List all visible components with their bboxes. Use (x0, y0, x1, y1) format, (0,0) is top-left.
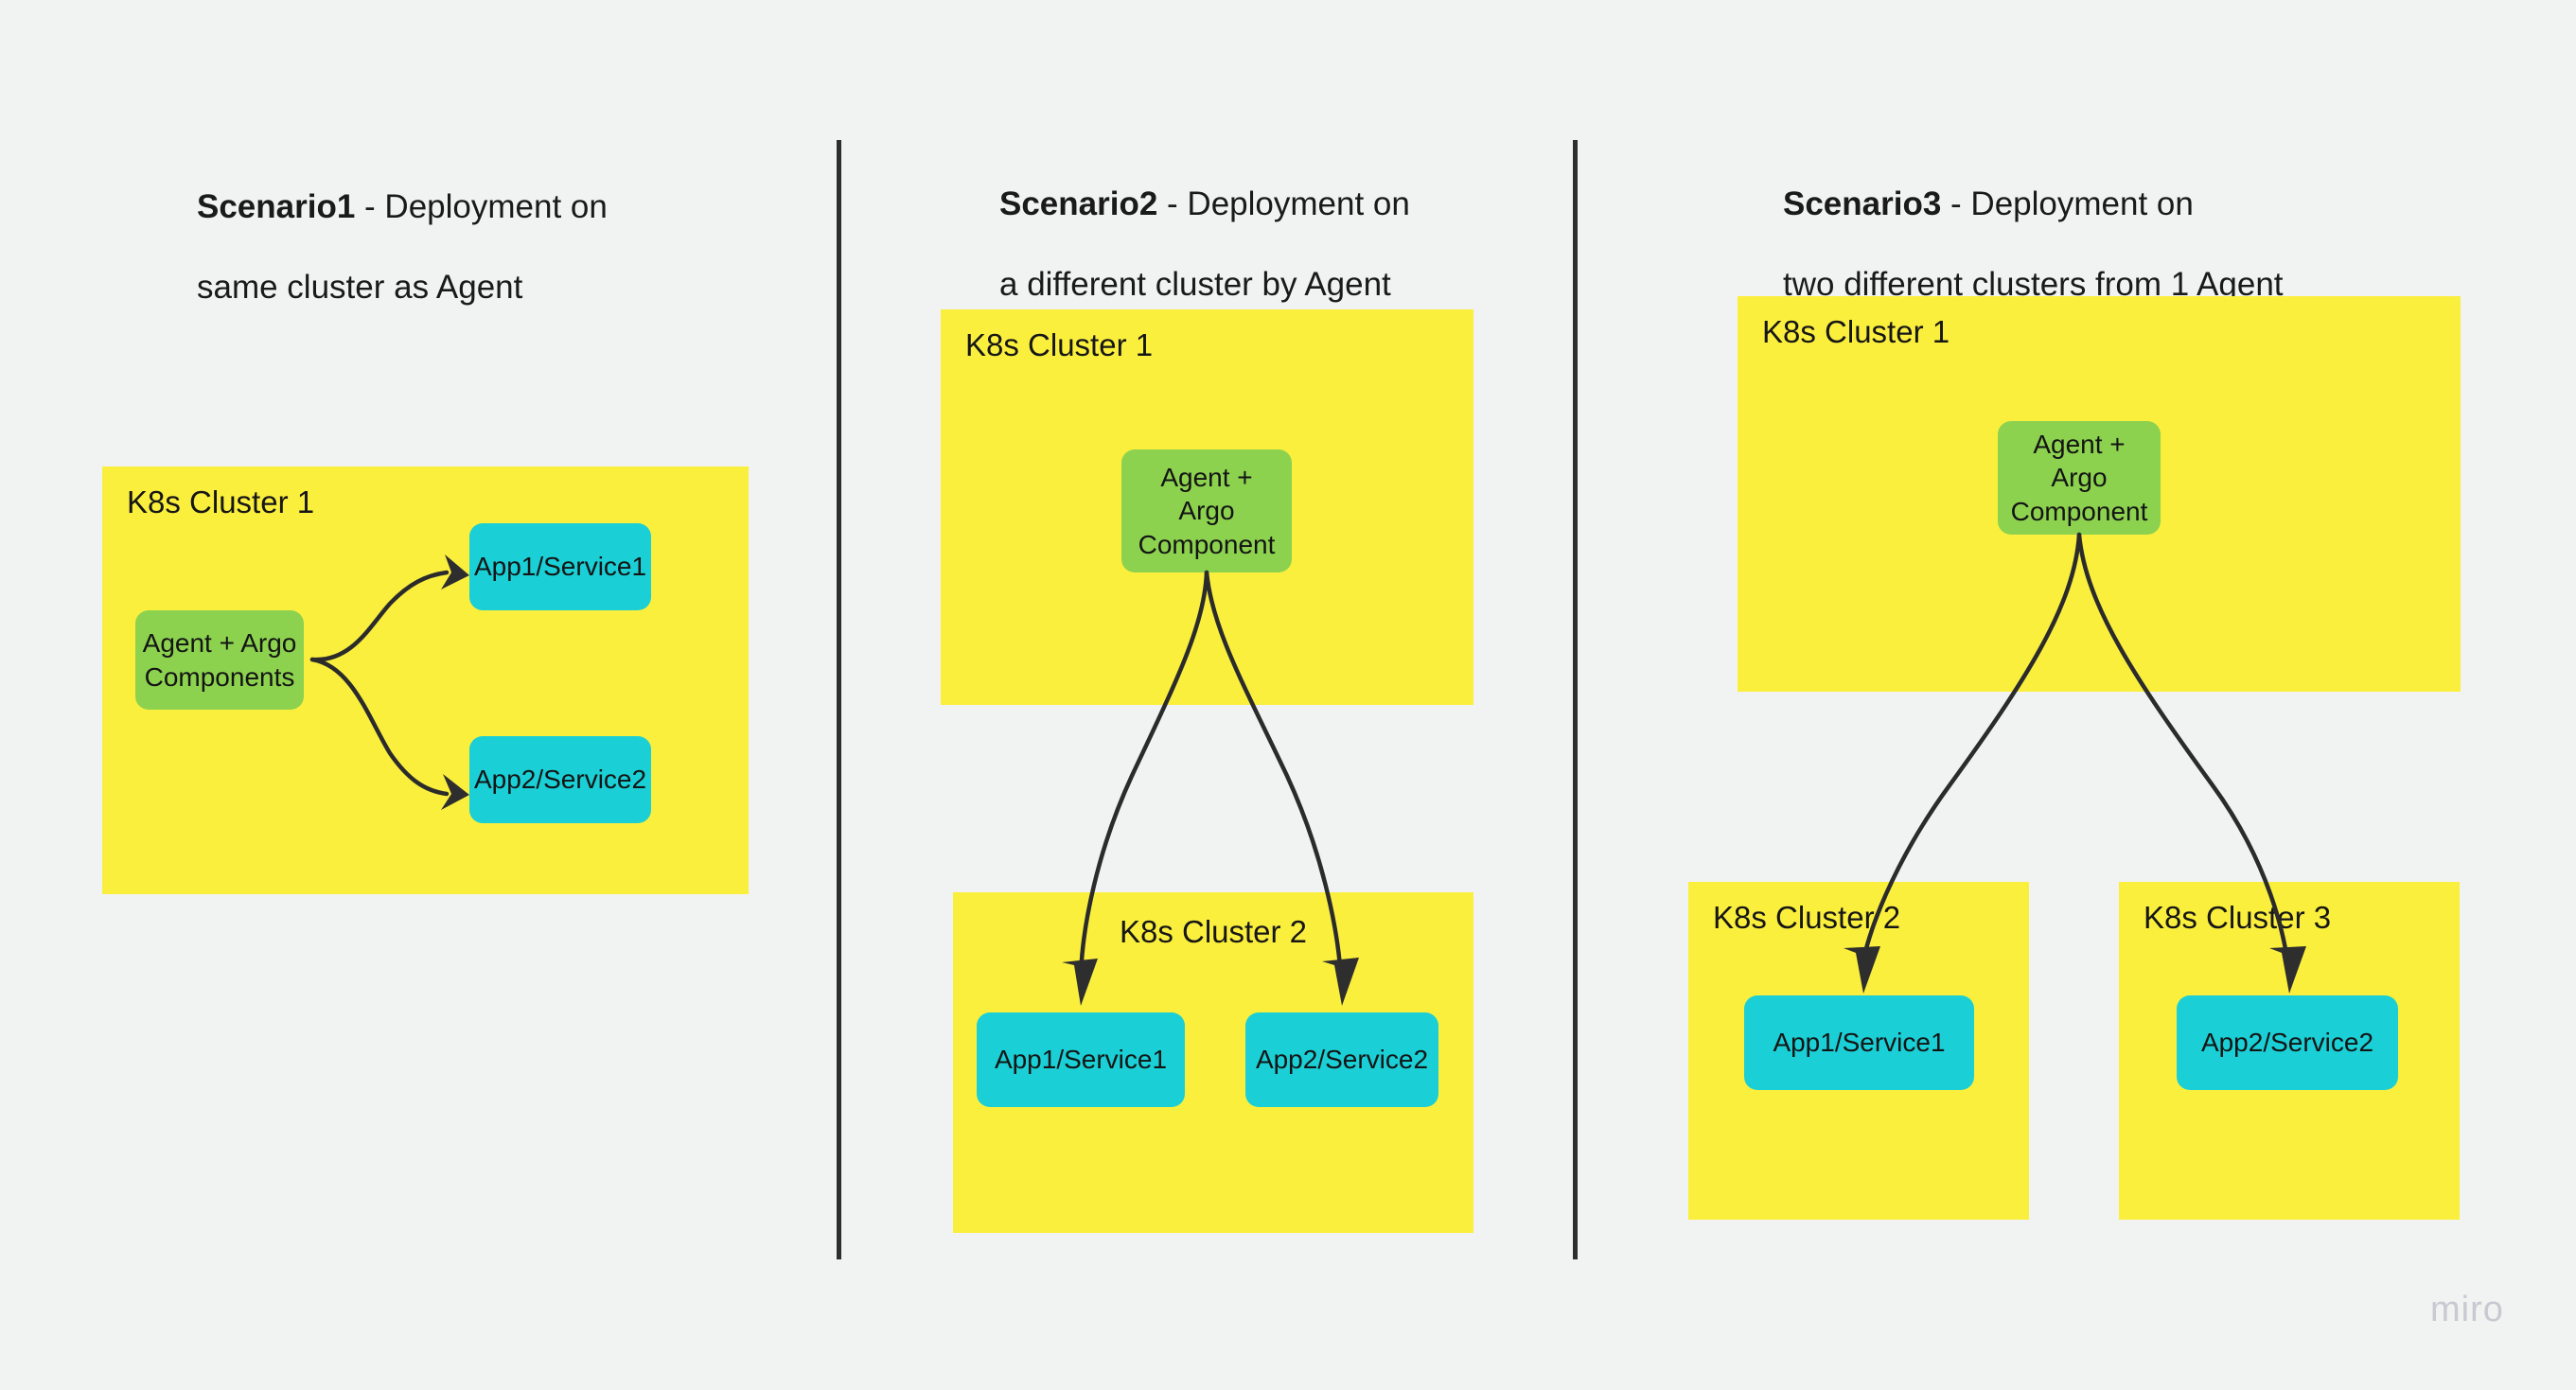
scenario3-title: Scenario3 - Deployment on two different … (1783, 144, 2445, 306)
node-s3-app2[interactable]: App2/Service2 (2177, 995, 2398, 1090)
node-s2-app2[interactable]: App2/Service2 (1245, 1012, 1438, 1107)
scenario1-title-strong: Scenario1 (197, 187, 356, 225)
scenario3-title-rest: - Deployment on (1941, 185, 2194, 222)
cluster-label-s3-cluster1: K8s Cluster 1 (1762, 314, 1950, 349)
scenario3-title-strong: Scenario3 (1783, 185, 1942, 222)
cluster-label-s2-cluster1: K8s Cluster 1 (965, 327, 1154, 362)
node-s2-app1[interactable]: App1/Service1 (977, 1012, 1185, 1107)
cluster-label-s3-cluster3: K8s Cluster 3 (2144, 900, 2332, 935)
node-s3-agent[interactable]: Agent + Argo Component (1998, 421, 2161, 535)
scenario2-title: Scenario2 - Deployment on a different cl… (999, 144, 1586, 306)
scenario1-title-rest: - Deployment on (355, 187, 608, 225)
scenario2-title-strong: Scenario2 (999, 185, 1158, 222)
scenario2-title-rest: - Deployment on (1157, 185, 1410, 222)
cluster-label-s1-cluster1: K8s Cluster 1 (127, 484, 315, 519)
node-s2-agent[interactable]: Agent + Argo Component (1121, 449, 1292, 572)
cluster-label-s2-cluster2: K8s Cluster 2 (1119, 914, 1308, 949)
scenario2-title-line2: a different cluster by Agent (999, 266, 1391, 304)
node-s1-app1[interactable]: App1/Service1 (469, 523, 651, 610)
node-s1-app2[interactable]: App2/Service2 (469, 736, 651, 823)
node-s1-agent[interactable]: Agent + Argo Components (135, 610, 304, 710)
scenario1-title-line2: same cluster as Agent (197, 269, 523, 307)
divider-1 (837, 140, 841, 1259)
cluster-label-s3-cluster2: K8s Cluster 2 (1713, 900, 1901, 935)
divider-2 (1573, 140, 1578, 1259)
node-s3-app1[interactable]: App1/Service1 (1744, 995, 1974, 1090)
scenario1-title: Scenario1 - Deployment on same cluster a… (197, 147, 784, 308)
miro-watermark: miro (2430, 1290, 2504, 1329)
